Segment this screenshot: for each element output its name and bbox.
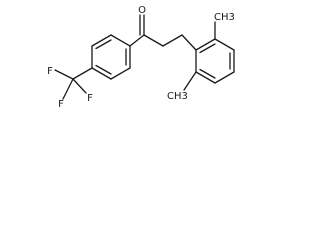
bond-ring-to-carbonyl bbox=[129, 34, 145, 47]
ring-left-bond-1 bbox=[91, 34, 112, 47]
ring-left-double-1 bbox=[95, 39, 112, 50]
ring-right-double-3 bbox=[199, 68, 216, 79]
bond-carbonyl-to-ch2 bbox=[143, 34, 164, 47]
oxygen-label: O bbox=[138, 5, 146, 16]
fluorine-left-label: F bbox=[47, 66, 53, 77]
ring-right-bond-4 bbox=[214, 71, 235, 84]
ring-left-double-3 bbox=[95, 64, 112, 75]
ring-left-bond-5 bbox=[91, 67, 112, 80]
methyl-groups bbox=[183, 21, 216, 91]
fluorine-right-label: F bbox=[87, 93, 93, 104]
ring-left-bond-2 bbox=[110, 34, 131, 47]
bond-ch2-to-ring bbox=[181, 34, 197, 51]
phenyl-ring-left bbox=[91, 34, 131, 80]
methyl-top-label: CH3 bbox=[214, 12, 235, 23]
bond-cf3-fluorine-right bbox=[72, 78, 87, 94]
bond-cf3-fluorine-bottom bbox=[62, 78, 74, 100]
trifluoromethyl-group bbox=[54, 67, 93, 100]
ring-right-double-1 bbox=[199, 43, 216, 54]
ring-right-bond-1 bbox=[195, 38, 216, 51]
chemical-structure-diagram: O CH3 CH3 F F F bbox=[47, 5, 235, 110]
ketone-chain bbox=[129, 14, 197, 51]
fluorine-bottom-label: F bbox=[58, 99, 64, 110]
bond-methyl-bottom bbox=[183, 71, 197, 91]
ring-right-bond-5 bbox=[195, 71, 216, 84]
methyl-bottom-label: CH3 bbox=[167, 91, 188, 102]
bond-ch2-to-ch2 bbox=[162, 34, 183, 47]
bond-ring-to-cf3 bbox=[72, 67, 93, 80]
phenyl-ring-right bbox=[195, 38, 235, 84]
bond-cf3-fluorine-left bbox=[54, 69, 74, 80]
ring-right-bond-2 bbox=[214, 38, 235, 51]
ring-left-bond-4 bbox=[110, 67, 131, 80]
